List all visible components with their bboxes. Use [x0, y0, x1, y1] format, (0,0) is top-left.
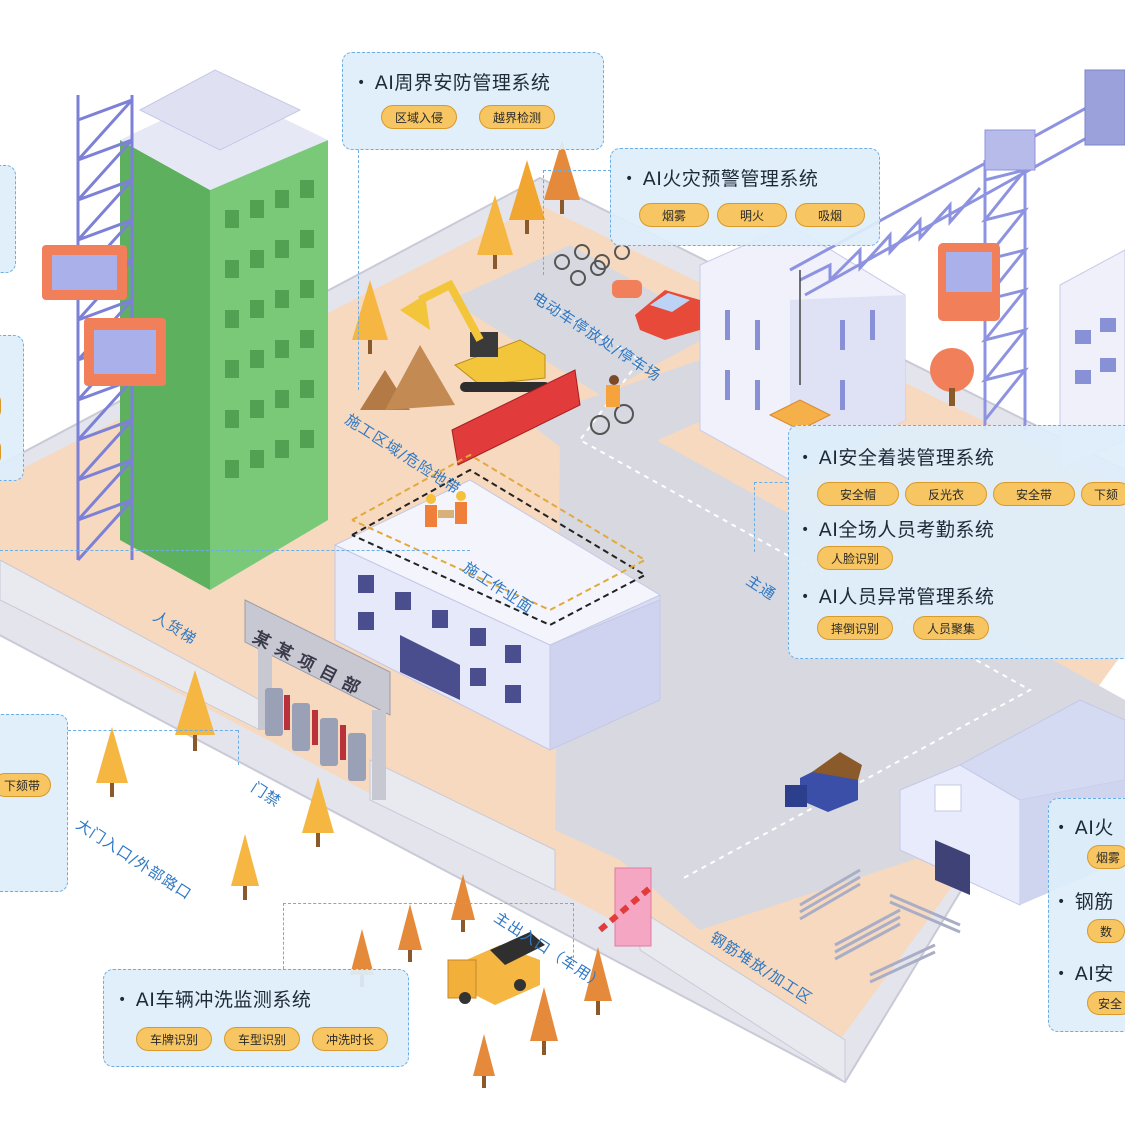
- excavator: [400, 279, 550, 392]
- leader-line: [238, 730, 239, 765]
- hoist-cabin: [42, 245, 166, 386]
- system-title-text: AI车辆冲洗监测系统: [135, 989, 312, 1011]
- panel-vehicle-wash: •AI车辆冲洗监测系统 车牌识别 车型识别 冲洗时长: [103, 969, 409, 1067]
- system-title-text: AI全场人员考勤系统: [818, 519, 995, 541]
- workers: [425, 491, 467, 527]
- tag-partial: 烟雾: [1087, 845, 1125, 869]
- cyclist: [590, 375, 634, 435]
- tag-crowd-gathering: 人员聚集: [913, 616, 990, 640]
- tag-smoking: 吸烟: [795, 203, 866, 227]
- panel-personnel-systems: •AI安全着装管理系统 安全帽 反光衣 安全带 下颏 •AI全场人员考勤系统 人…: [788, 425, 1125, 659]
- tower-top-block: [138, 69, 302, 151]
- gate-arch: [244, 599, 391, 716]
- tag-open-flame: 明火: [717, 203, 788, 227]
- tag-fall-detection: 摔倒识别: [817, 616, 894, 640]
- system-title: •AI周界安防管理系统: [357, 72, 551, 94]
- leader-line: [283, 903, 573, 904]
- tag-partial: 数: [1087, 919, 1125, 943]
- tag-chin-strap: 下颏带: [0, 773, 52, 797]
- tag-partial: 安全: [1087, 991, 1125, 1015]
- office-door: [400, 635, 460, 700]
- leader-line: [358, 150, 359, 390]
- barrier: [451, 369, 581, 466]
- building: [1059, 249, 1125, 471]
- leader-line: [543, 170, 611, 171]
- road: [450, 245, 720, 395]
- system-title: •AI全场人员考勤系统: [801, 519, 995, 541]
- leader-line: [68, 730, 238, 731]
- system-title: •AI车辆冲洗监测系统: [118, 989, 312, 1011]
- system-title-text: AI安: [1074, 963, 1114, 985]
- system-title-partial: •钢筋: [1057, 891, 1114, 913]
- tower-windows: [225, 180, 314, 478]
- tag-wash-duration: 冲洗时长: [312, 1027, 389, 1051]
- tag-safety-belt: 安全带: [993, 482, 1076, 506]
- crane-load: [768, 399, 832, 431]
- building-windows: [725, 310, 875, 410]
- warehouse-roof: [958, 699, 1125, 801]
- system-title-partial: •AI安: [1057, 963, 1114, 985]
- panel-left-bottom-partial: 下颏带: [0, 714, 68, 892]
- tag-area-intrusion: 区域入侵: [381, 105, 458, 129]
- dump-truck: [785, 752, 862, 812]
- system-title-text: AI火灾预警管理系统: [642, 168, 819, 190]
- panel-left-top-partial: [0, 165, 16, 273]
- system-title-partial: •AI火: [1057, 817, 1114, 839]
- tag-partial: [0, 440, 1, 464]
- panel-left-mid-partial: [0, 335, 24, 481]
- tag-partial: [0, 394, 1, 418]
- wash-truck: [447, 932, 545, 1005]
- tag-plate-recognition: 车牌识别: [136, 1027, 213, 1051]
- tag-smoke: 烟雾: [639, 203, 710, 227]
- leader-line: [754, 482, 755, 552]
- road-centerline: [539, 299, 1033, 881]
- system-title: •AI人员异常管理系统: [801, 586, 995, 608]
- tag-line-crossing: 越界检测: [479, 105, 556, 129]
- panel-right-bottom-partial: •AI火 烟雾 •钢筋 数 •AI安 安全: [1048, 798, 1125, 1032]
- leader-line: [543, 170, 544, 275]
- turnstiles: [265, 688, 366, 781]
- front-wall: [369, 759, 556, 891]
- car: [635, 290, 700, 340]
- system-title: •AI安全着装管理系统: [801, 447, 995, 469]
- rebar-piles: [799, 868, 961, 984]
- system-title-text: AI人员异常管理系统: [818, 586, 995, 608]
- bikes: [554, 244, 630, 286]
- tag-reflective-vest: 反光衣: [905, 482, 988, 506]
- system-title-text: AI火: [1074, 817, 1114, 839]
- office-windows: [358, 575, 521, 703]
- exit-barrier: [598, 867, 652, 947]
- system-title: •AI火灾预警管理系统: [625, 168, 819, 190]
- leader-line: [573, 903, 574, 963]
- tag-vehicle-type: 车型识别: [224, 1027, 301, 1051]
- office-side: [549, 599, 661, 751]
- trees: [96, 140, 974, 1088]
- system-title-text: AI安全着装管理系统: [818, 447, 995, 469]
- system-title-text: AI周界安防管理系统: [374, 72, 551, 94]
- crane-cab: [984, 129, 1036, 171]
- panel-perimeter-security: •AI周界安防管理系统 区域入侵 越界检测: [342, 52, 604, 150]
- leader-line: [0, 550, 470, 551]
- crane-counterweight: [1084, 69, 1125, 146]
- system-title-text: 钢筋: [1074, 891, 1114, 913]
- tag-helmet: 安全帽: [817, 482, 900, 506]
- tag-chin-strap-partial: 下颏: [1081, 482, 1125, 506]
- tag-face-recognition: 人脸识别: [817, 546, 894, 570]
- panel-fire-warning: •AI火灾预警管理系统 烟雾 明火 吸烟: [610, 148, 880, 246]
- office-roof: [333, 479, 662, 646]
- scooter: [612, 280, 642, 298]
- dirt-pile: [385, 345, 455, 410]
- leader-line: [283, 903, 284, 969]
- tower-right-face: [210, 140, 328, 590]
- leader-line: [754, 482, 788, 483]
